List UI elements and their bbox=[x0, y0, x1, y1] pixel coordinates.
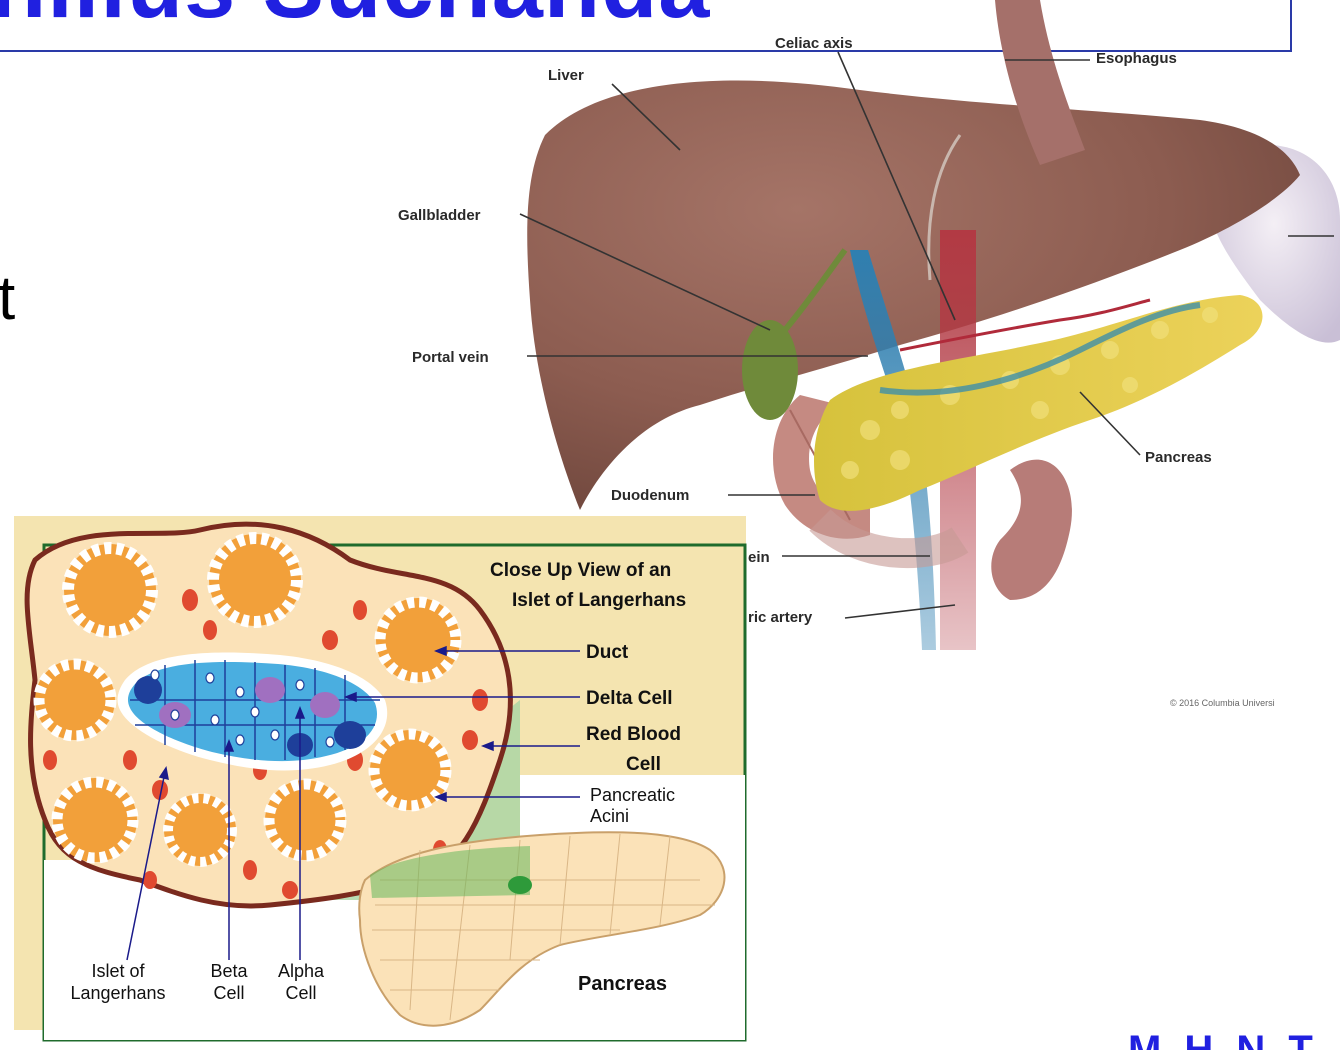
label-delta-cell: Delta Cell bbox=[586, 688, 673, 709]
label-alpha-cell-line2: Cell bbox=[285, 983, 316, 1003]
acinus bbox=[35, 660, 115, 740]
body-text-fragment: t bbox=[0, 268, 15, 330]
label-red-blood-cell-line1: Red Blood bbox=[586, 724, 681, 745]
label-beta-cell-line2: Cell bbox=[213, 983, 244, 1003]
gallbladder-shape bbox=[742, 320, 798, 420]
label-pancreas-islet: Pancreas bbox=[578, 973, 667, 995]
acinus bbox=[53, 778, 137, 862]
label-beta-cell-line1: Beta bbox=[210, 961, 248, 981]
islet-diagram: Close Up View of an Islet of Langerhans … bbox=[12, 516, 748, 1046]
label-pancreatic-acini-line1: Pancreatic bbox=[590, 785, 675, 805]
label-islet-line2: Langerhans bbox=[70, 983, 165, 1003]
label-esophagus: Esophagus bbox=[1096, 50, 1177, 67]
label-islet-line1: Islet of bbox=[91, 961, 145, 981]
label-gallbladder: Gallbladder bbox=[398, 207, 481, 224]
label-duodenum: Duodenum bbox=[611, 487, 689, 504]
islet-title-line2: Islet of Langerhans bbox=[512, 590, 686, 611]
copyright-text: © 2016 Columbia Universi bbox=[1170, 698, 1275, 708]
label-vein-fragment: ein bbox=[748, 549, 770, 566]
label-portal-vein: Portal vein bbox=[412, 349, 489, 366]
label-red-blood-cell-line2: Cell bbox=[626, 754, 661, 775]
label-duct: Duct bbox=[586, 642, 629, 663]
acinus bbox=[164, 794, 236, 866]
label-pancreas-anatomy: Pancreas bbox=[1145, 449, 1212, 466]
label-alpha-cell-line1: Alpha bbox=[278, 961, 325, 981]
acinus bbox=[265, 780, 345, 860]
islet-title-line1: Close Up View of an bbox=[490, 560, 671, 581]
label-pancreatic-acini-line2: Acini bbox=[590, 806, 629, 826]
label-celiac-axis: Celiac axis bbox=[775, 35, 853, 52]
acinus bbox=[209, 534, 301, 626]
acinus bbox=[376, 598, 460, 682]
acinus bbox=[64, 544, 156, 636]
footer-text-fragment: M H N T bbox=[1128, 1030, 1319, 1050]
label-liver: Liver bbox=[548, 67, 584, 84]
label-artery-fragment: ric artery bbox=[748, 609, 813, 626]
